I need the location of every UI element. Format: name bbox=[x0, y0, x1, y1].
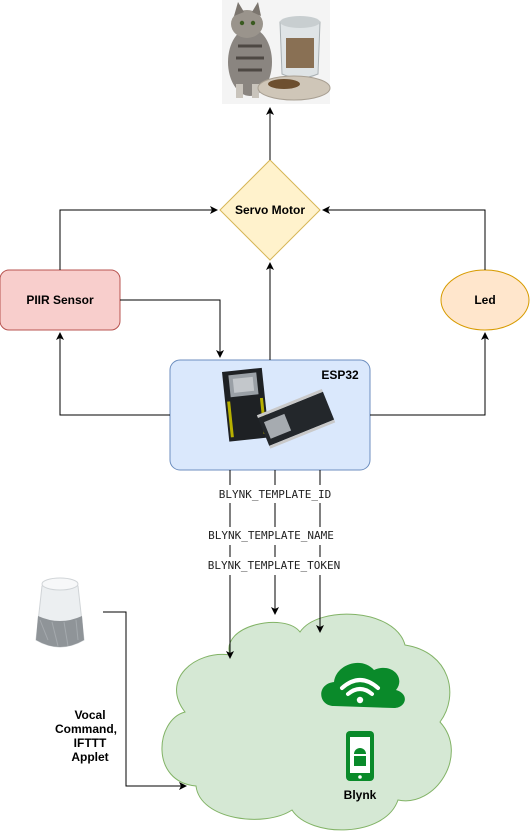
voice-command-label-line1: Vocal bbox=[74, 708, 105, 722]
voice-command-label-line3: IFTTT bbox=[74, 736, 107, 750]
pir-sensor-label: PIIR Sensor bbox=[26, 293, 94, 307]
blynk-label: Blynk bbox=[344, 788, 377, 802]
edge-esp32-to-led bbox=[370, 332, 489, 416]
wifi-cloud-icon bbox=[321, 662, 405, 708]
cat-feeder-image bbox=[222, 0, 331, 104]
edge-esp32-to-pir bbox=[56, 332, 170, 416]
edge-pir-to-servo bbox=[59, 206, 218, 270]
voice-command-label-line4: Applet bbox=[71, 750, 108, 764]
edge-pir-to-esp32 bbox=[120, 299, 224, 358]
blynk-cloud-node bbox=[161, 613, 452, 831]
android-phone-icon bbox=[346, 731, 374, 781]
servo-motor-node bbox=[219, 159, 321, 261]
servo-motor-label: Servo Motor bbox=[235, 203, 305, 217]
param-template-id: BLYNK_TEMPLATE_ID bbox=[219, 488, 332, 501]
esp32-board-image bbox=[222, 367, 336, 449]
param-template-token: BLYNK_TEMPLATE_TOKEN bbox=[208, 559, 340, 572]
edge-speaker-to-cloud bbox=[103, 611, 187, 790]
edge-led-to-servo bbox=[322, 206, 486, 270]
esp32-label: ESP32 bbox=[321, 368, 359, 382]
google-home-speaker-image bbox=[35, 577, 85, 648]
led-label: Led bbox=[474, 293, 495, 307]
voice-command-label-line2: Command, bbox=[55, 722, 117, 736]
param-template-name: BLYNK_TEMPLATE_NAME bbox=[208, 529, 334, 542]
